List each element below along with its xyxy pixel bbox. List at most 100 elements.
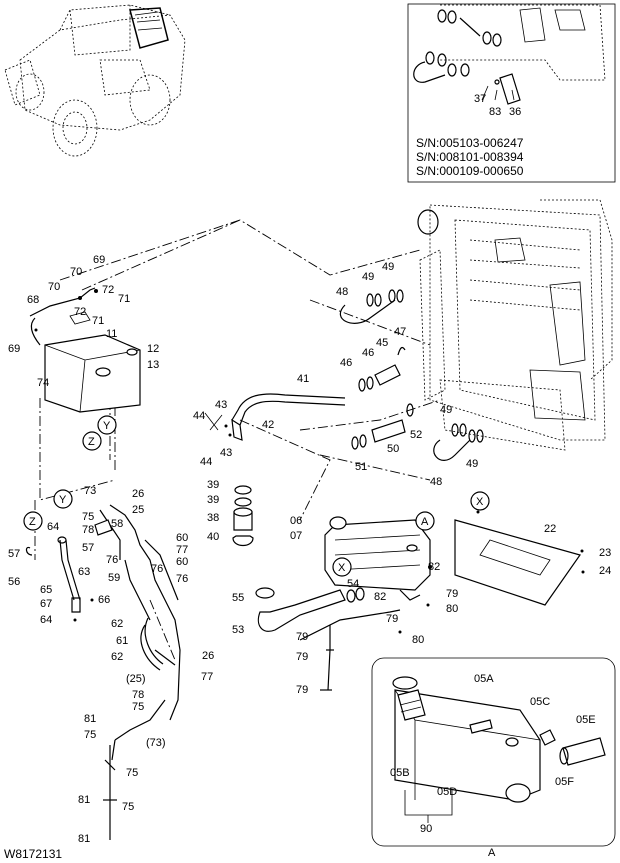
part-label: 05B xyxy=(390,767,410,779)
part-label: 07 xyxy=(290,530,302,542)
view-marker-a: A xyxy=(421,516,429,528)
view-marker-z: Z xyxy=(88,436,95,448)
view-markers xyxy=(23,415,490,577)
part-label: 80 xyxy=(446,603,458,615)
part-label: 64 xyxy=(40,614,52,626)
part-label: 68 xyxy=(27,294,39,306)
part-label: 72 xyxy=(102,284,114,296)
part-label: 64 xyxy=(47,521,59,533)
view-marker-y-2: Y xyxy=(59,494,67,506)
part-label: 79 xyxy=(296,631,308,643)
part-label: 49 xyxy=(440,404,452,416)
part-label: 47 xyxy=(394,326,406,338)
part-label: 69 xyxy=(93,254,105,266)
part-label: 49 xyxy=(382,261,394,273)
part-label: 40 xyxy=(207,531,219,543)
detail-a-box xyxy=(371,657,616,847)
view-marker-x: X xyxy=(476,496,484,508)
part-label: 26 xyxy=(202,650,214,662)
part-label: 42 xyxy=(262,419,274,431)
part-label: 78 xyxy=(132,689,144,701)
part-label: 75 xyxy=(126,767,138,779)
part-label: 58 xyxy=(111,518,123,530)
detail-a-caption: A xyxy=(488,847,496,859)
part-label: 50 xyxy=(387,443,399,455)
part-label: 78 xyxy=(82,524,94,536)
part-label: 55 xyxy=(232,592,244,604)
part-label: 45 xyxy=(376,337,388,349)
machine-overview-illustration xyxy=(4,4,186,157)
part-label: 24 xyxy=(599,565,611,577)
part-label: 81 xyxy=(78,833,90,845)
serial-range-1: S/N:005103-006247 xyxy=(416,136,524,150)
part-label: 26 xyxy=(132,488,144,500)
part-label: 57 xyxy=(8,548,20,560)
part-label: 75 xyxy=(122,801,134,813)
part-label: 43 xyxy=(220,447,232,459)
part-label: (73) xyxy=(146,737,166,749)
part-label: 23 xyxy=(599,547,611,559)
part-label: 48 xyxy=(336,286,348,298)
part-label: 82 xyxy=(428,561,440,573)
part-label: 82 xyxy=(374,591,386,603)
part-label: 61 xyxy=(116,635,128,647)
part-label: 63 xyxy=(78,566,90,578)
part-label: 70 xyxy=(48,281,60,293)
part-label: 90 xyxy=(420,823,432,835)
part-label: 44 xyxy=(200,456,212,468)
part-label: 72 xyxy=(74,306,86,318)
part-label: 75 xyxy=(132,701,144,713)
part-label: 76 xyxy=(176,573,188,585)
radiator-assembly xyxy=(417,199,613,451)
reserve-tank xyxy=(29,287,141,413)
view-marker-y: Y xyxy=(103,420,111,432)
part-label: 77 xyxy=(176,544,188,556)
part-label: 05A xyxy=(474,673,494,685)
part-label: 76 xyxy=(106,554,118,566)
part-labels: 69 70 70 72 71 72 71 68 69 11 12 13 74 4… xyxy=(8,254,611,845)
inset-label-83: 83 xyxy=(489,106,501,118)
part-label: 70 xyxy=(70,266,82,278)
part-label: 11 xyxy=(106,328,117,340)
upper-hoses xyxy=(204,289,484,461)
part-label: 53 xyxy=(232,624,244,636)
part-label: 59 xyxy=(108,572,120,584)
lower-hose xyxy=(255,587,401,691)
intercooler-tank xyxy=(324,510,585,634)
serial-range-2: S/N:008101-008394 xyxy=(416,150,524,164)
part-label: 62 xyxy=(111,618,123,630)
serial-range-3: S/N:000109-000650 xyxy=(416,164,524,178)
drawing-code: W8172131 xyxy=(4,847,62,861)
view-marker-x-2: X xyxy=(338,562,346,574)
part-label: 66 xyxy=(98,594,110,606)
filter-stack xyxy=(232,485,254,547)
part-label: 73 xyxy=(84,485,96,497)
part-label: 05E xyxy=(576,714,596,726)
part-label: 05F xyxy=(555,776,574,788)
part-label: 49 xyxy=(466,458,478,470)
inset-label-37: 37 xyxy=(474,93,486,105)
part-label: 57 xyxy=(82,542,94,554)
part-label: 67 xyxy=(40,598,52,610)
part-label: 06 xyxy=(290,515,302,527)
part-label: 75 xyxy=(82,511,94,523)
part-label: 13 xyxy=(147,359,159,371)
part-label: 43 xyxy=(215,399,227,411)
part-label: 05D xyxy=(437,786,457,798)
part-label: 79 xyxy=(296,684,308,696)
part-label: 46 xyxy=(340,357,352,369)
part-label: 56 xyxy=(8,576,20,588)
part-label: 60 xyxy=(176,556,188,568)
part-label: 39 xyxy=(207,494,219,506)
part-label: 49 xyxy=(362,271,374,283)
coolant-lines xyxy=(25,504,181,840)
part-label: 44 xyxy=(193,410,205,422)
part-label: 65 xyxy=(40,584,52,596)
part-label: 76 xyxy=(151,563,163,575)
part-label: 05C xyxy=(530,696,550,708)
part-label: 46 xyxy=(362,347,374,359)
part-label: 79 xyxy=(296,651,308,663)
part-label: 74 xyxy=(37,377,49,389)
view-marker-z-2: Z xyxy=(29,516,36,528)
